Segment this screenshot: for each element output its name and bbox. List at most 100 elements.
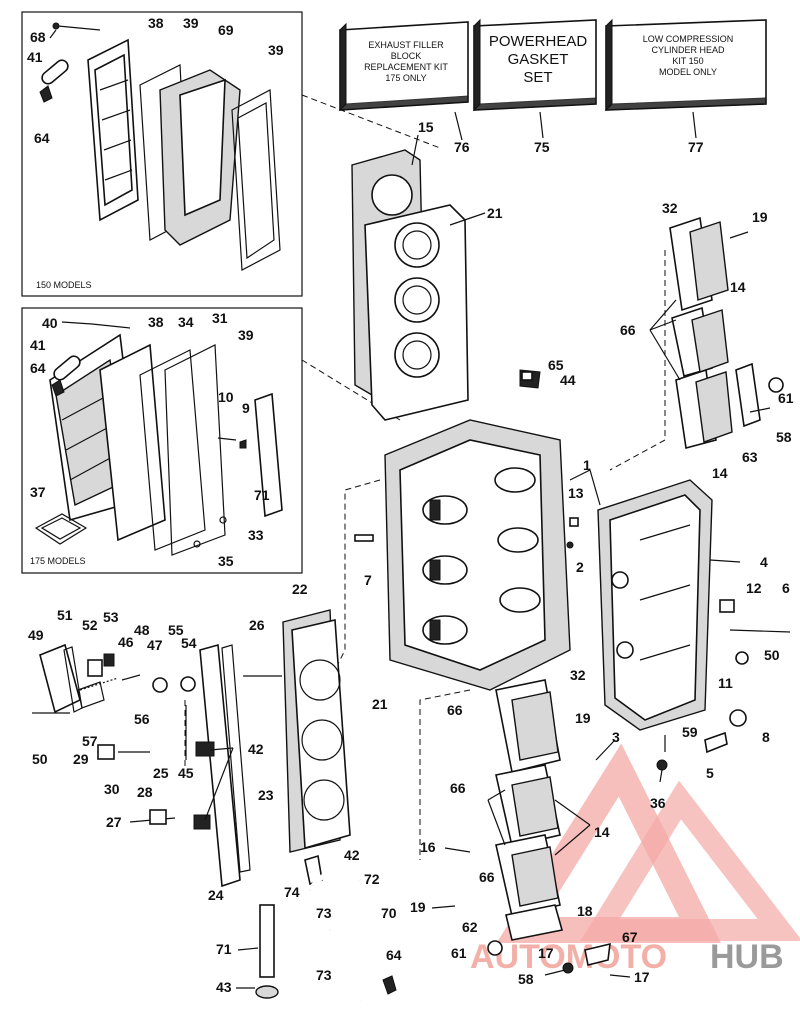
callout-21: 21 bbox=[487, 205, 503, 221]
callout-53: 53 bbox=[103, 609, 119, 625]
callout-3: 3 bbox=[612, 729, 620, 745]
callout-64: 64 bbox=[386, 947, 402, 963]
callout-43: 43 bbox=[216, 979, 232, 995]
callout-15: 15 bbox=[418, 119, 434, 135]
callout-47: 47 bbox=[147, 637, 163, 653]
callout-64: 64 bbox=[34, 130, 50, 146]
callout-17: 17 bbox=[634, 969, 650, 985]
callout-74: 74 bbox=[284, 884, 300, 900]
inset-caption-175: 175 MODELS bbox=[30, 556, 86, 566]
callout-64: 64 bbox=[30, 360, 46, 376]
callout-54: 54 bbox=[181, 635, 197, 651]
callout-1: 1 bbox=[583, 457, 591, 473]
callout-42: 42 bbox=[344, 847, 360, 863]
callout-35: 35 bbox=[218, 553, 234, 569]
callout-51: 51 bbox=[57, 607, 73, 623]
callout-2: 2 bbox=[576, 559, 584, 575]
callout-68: 68 bbox=[30, 29, 46, 45]
callout-41: 41 bbox=[30, 337, 46, 353]
kit-line: POWERHEAD bbox=[489, 33, 588, 50]
callout-39: 39 bbox=[268, 42, 284, 58]
callout-66: 66 bbox=[479, 869, 495, 885]
inset-150-models: 150 MODELS bbox=[21, 11, 303, 297]
kit-box-low-compression: LOW COMPRESSION CYLINDER HEAD KIT 150 MO… bbox=[604, 18, 767, 112]
thermostat-group bbox=[39, 643, 251, 888]
watermark-logo: AUTOMOTO HUB bbox=[470, 743, 800, 976]
callout-numbers: 68 38 39 69 39 41 64 40 38 34 31 39 41 6… bbox=[27, 15, 794, 995]
fasteners bbox=[354, 371, 791, 771]
callout-31: 31 bbox=[212, 310, 228, 326]
crankcase-cover bbox=[597, 479, 713, 731]
callout-8: 8 bbox=[762, 729, 770, 745]
callout-32: 32 bbox=[662, 200, 678, 216]
kit-line: BLOCK bbox=[391, 51, 422, 61]
callout-73: 73 bbox=[316, 905, 332, 921]
callout-25: 25 bbox=[153, 765, 169, 781]
callout-62: 62 bbox=[462, 919, 478, 935]
callout-66: 66 bbox=[447, 702, 463, 718]
callout-66: 66 bbox=[450, 780, 466, 796]
callout-66: 66 bbox=[620, 322, 636, 338]
kit-line: SET bbox=[523, 69, 552, 86]
kit-line: CYLINDER HEAD bbox=[651, 45, 725, 55]
callout-39: 39 bbox=[238, 327, 254, 343]
callout-76: 76 bbox=[454, 139, 470, 155]
callout-19: 19 bbox=[410, 899, 426, 915]
kit-line: REPLACEMENT KIT bbox=[364, 62, 448, 72]
callout-50: 50 bbox=[32, 751, 48, 767]
cylinder-head-center bbox=[243, 609, 351, 853]
callout-40: 40 bbox=[42, 315, 58, 331]
hose-group bbox=[255, 854, 397, 1001]
callout-61: 61 bbox=[778, 390, 794, 406]
callout-58: 58 bbox=[518, 971, 534, 987]
cylinder-block bbox=[384, 369, 571, 691]
callout-45: 45 bbox=[178, 765, 194, 781]
callout-16: 16 bbox=[420, 839, 436, 855]
kit-line: KIT 150 bbox=[672, 56, 703, 66]
callout-39: 39 bbox=[183, 15, 199, 31]
callout-72: 72 bbox=[364, 871, 380, 887]
callout-67: 67 bbox=[622, 929, 638, 945]
callout-59: 59 bbox=[682, 724, 698, 740]
callout-23: 23 bbox=[258, 787, 274, 803]
kit-box-powerhead-gasket: POWERHEAD GASKET SET bbox=[472, 18, 597, 112]
callout-7: 7 bbox=[364, 572, 372, 588]
callout-48: 48 bbox=[134, 622, 150, 638]
callout-22: 22 bbox=[292, 581, 308, 597]
callout-69: 69 bbox=[218, 22, 234, 38]
callout-6: 6 bbox=[782, 580, 790, 596]
callout-70: 70 bbox=[381, 905, 397, 921]
leader-lines bbox=[204, 134, 681, 856]
callout-73: 73 bbox=[316, 967, 332, 983]
callout-46: 46 bbox=[118, 634, 134, 650]
callout-49: 49 bbox=[28, 627, 44, 643]
callout-14: 14 bbox=[712, 465, 728, 481]
callout-52: 52 bbox=[82, 617, 98, 633]
callout-27: 27 bbox=[106, 814, 122, 830]
callout-42: 42 bbox=[248, 741, 264, 757]
callout-24: 24 bbox=[208, 887, 224, 903]
callout-18: 18 bbox=[577, 903, 593, 919]
callout-10: 10 bbox=[218, 389, 234, 405]
kit-line: GASKET bbox=[508, 51, 569, 68]
callout-9: 9 bbox=[242, 400, 250, 416]
callout-75: 75 bbox=[534, 139, 550, 155]
callout-32: 32 bbox=[570, 667, 586, 683]
callout-37: 37 bbox=[30, 484, 46, 500]
callout-19: 19 bbox=[575, 710, 591, 726]
callout-26: 26 bbox=[249, 617, 265, 633]
callout-13: 13 bbox=[568, 485, 584, 501]
callout-58: 58 bbox=[776, 429, 792, 445]
callout-5: 5 bbox=[706, 765, 714, 781]
callout-65: 65 bbox=[548, 357, 564, 373]
callout-44: 44 bbox=[560, 372, 576, 388]
reed-valve-assembly-bottom bbox=[487, 679, 611, 974]
callout-14: 14 bbox=[730, 279, 746, 295]
kit-line: LOW COMPRESSION bbox=[643, 34, 734, 44]
callout-33: 33 bbox=[248, 527, 264, 543]
callout-36: 36 bbox=[650, 795, 666, 811]
kit-box-exhaust-filler: EXHAUST FILLER BLOCK REPLACEMENT KIT 175… bbox=[338, 21, 469, 112]
callout-30: 30 bbox=[104, 781, 120, 797]
callout-71: 71 bbox=[216, 941, 232, 957]
callout-55: 55 bbox=[168, 622, 184, 638]
